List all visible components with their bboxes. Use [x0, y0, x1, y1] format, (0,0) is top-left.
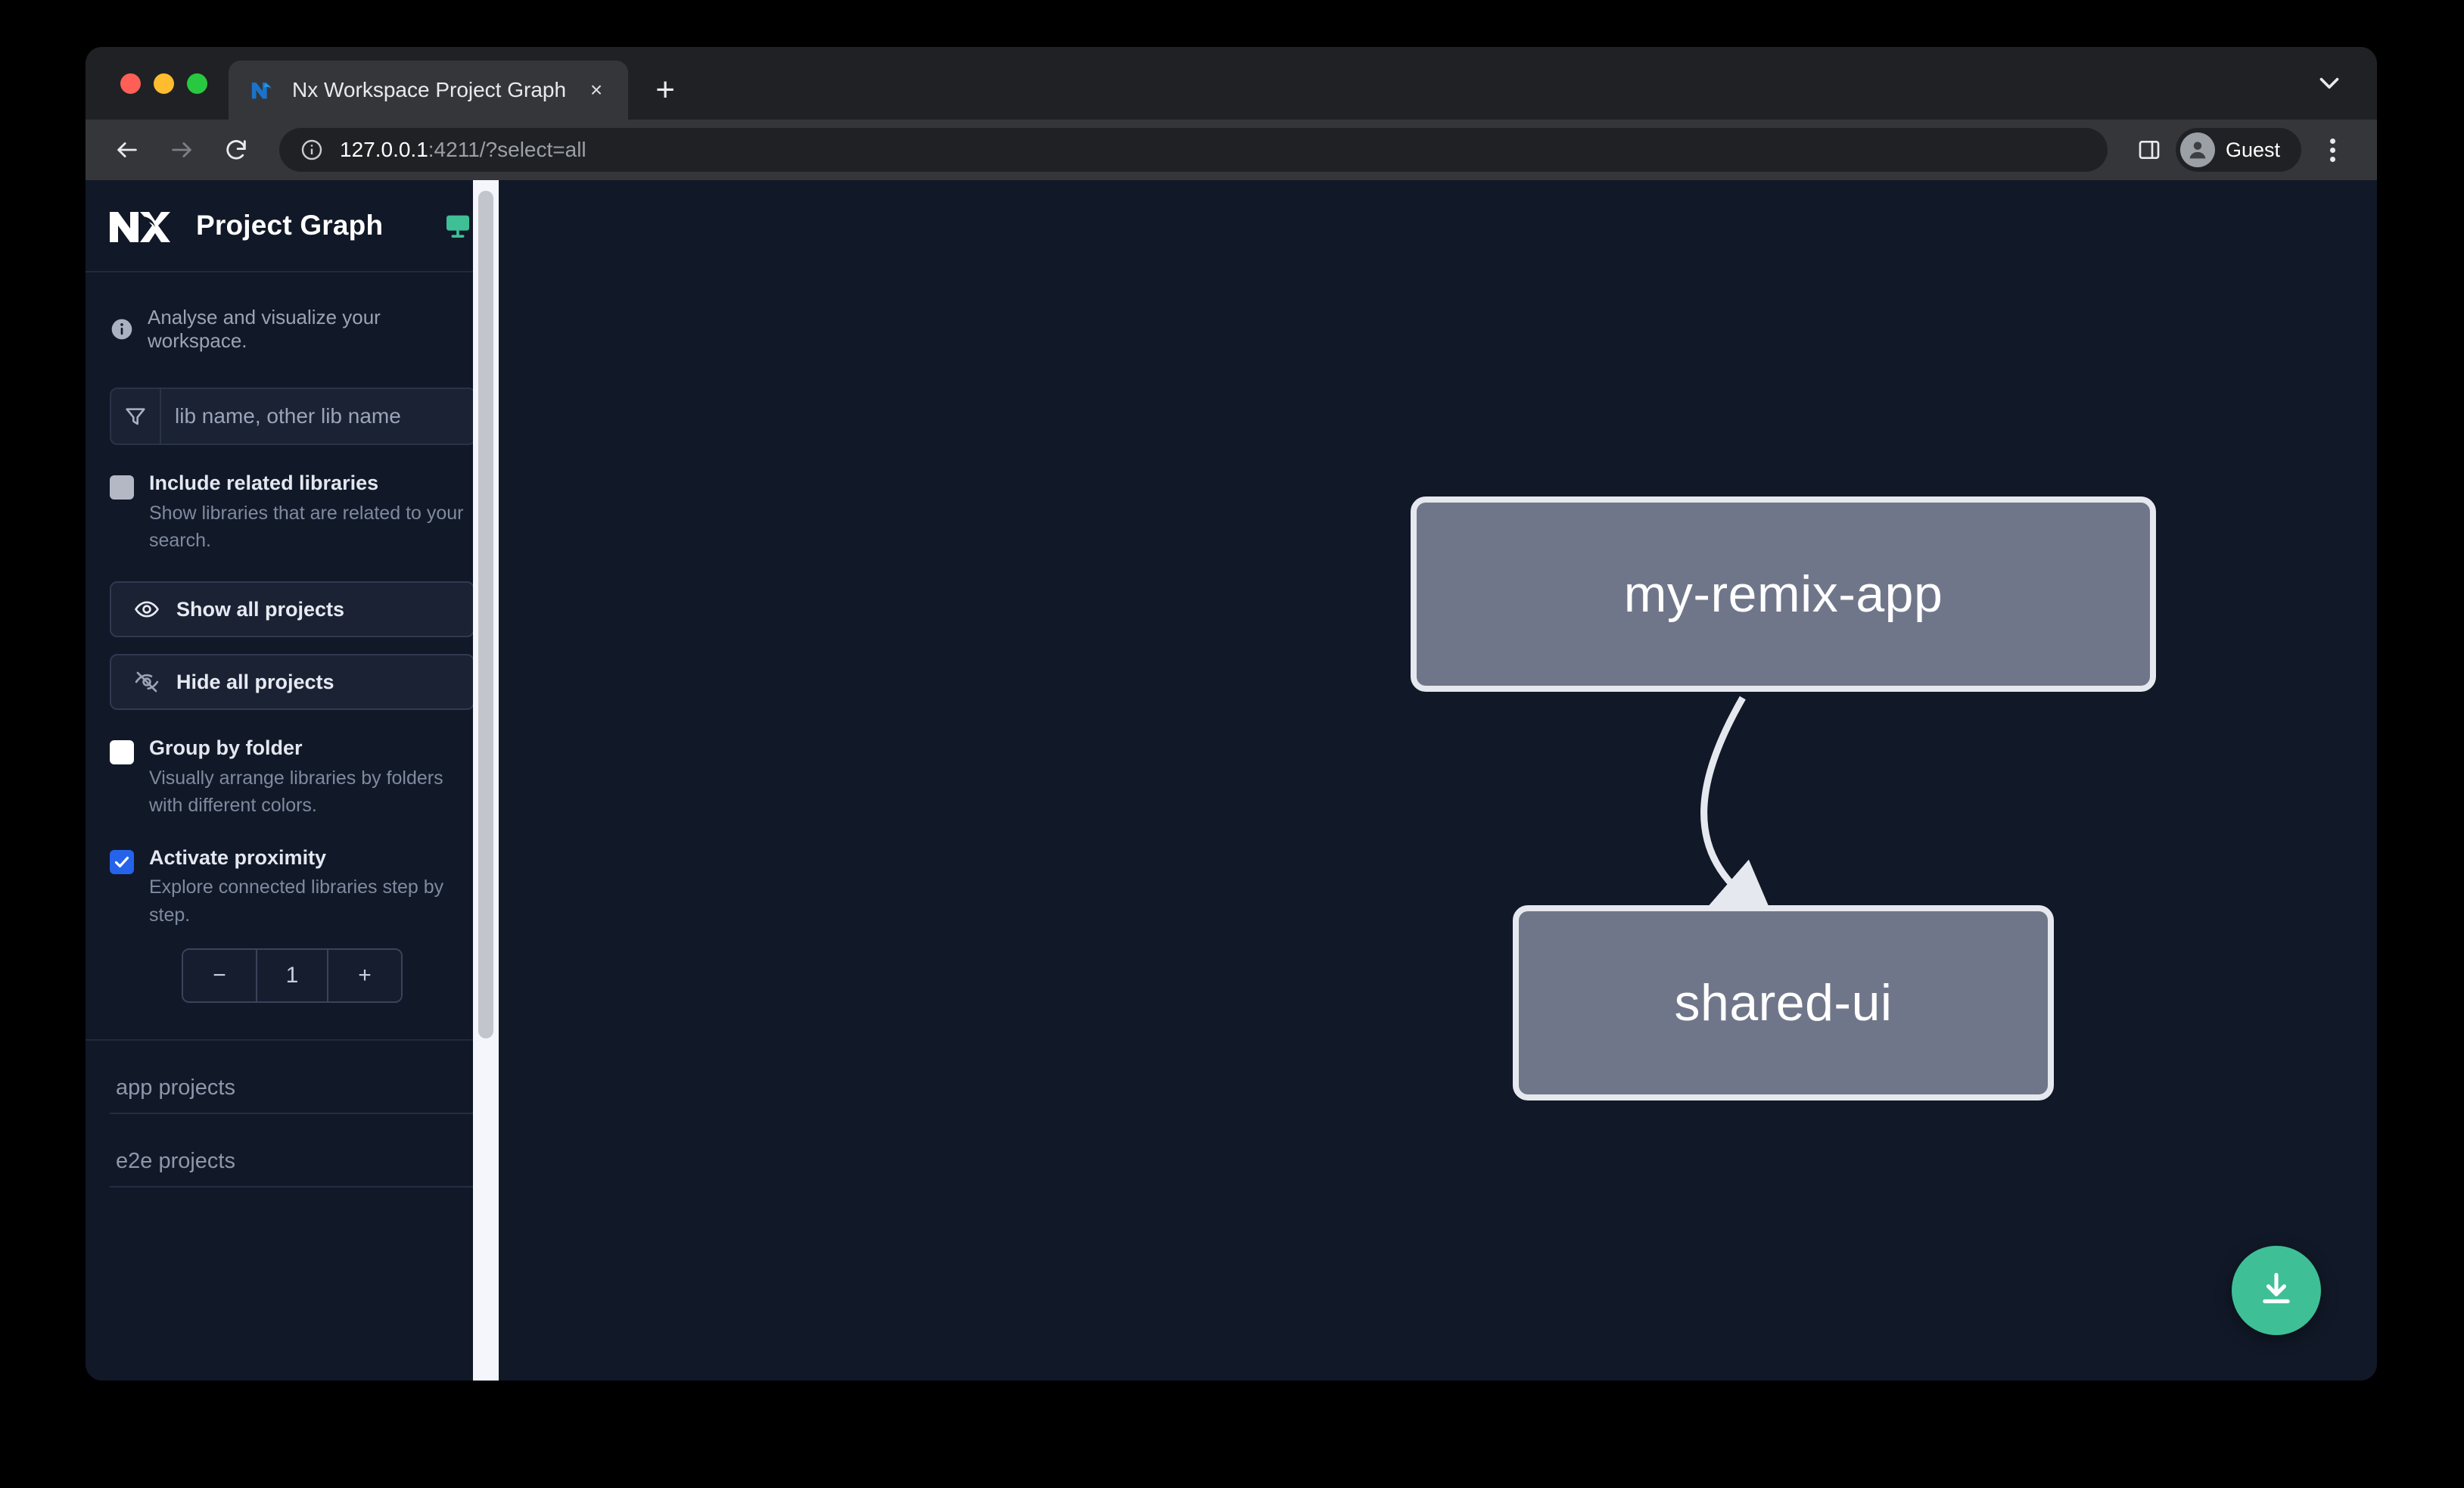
chevron-down-icon[interactable] — [2312, 66, 2347, 101]
option-activate-proximity[interactable]: Activate proximity Explore connected lib… — [86, 820, 499, 929]
person-avatar-icon — [2179, 132, 2215, 167]
kebab-menu-icon[interactable] — [2312, 129, 2353, 170]
include-related-libraries-checkbox[interactable] — [110, 475, 134, 500]
search-input[interactable] — [161, 404, 474, 428]
show-all-projects-label: Show all projects — [176, 597, 345, 621]
browser-window: Nx Workspace Project Graph × + — [86, 47, 2377, 1381]
graph-node-shared-ui[interactable]: shared-ui — [1513, 905, 2054, 1100]
profile-chip[interactable]: Guest — [2175, 128, 2301, 172]
option-description: Explore connected libraries step by step… — [149, 876, 444, 926]
sidebar: Project Graph — [86, 180, 499, 1381]
project-graph-canvas[interactable]: my-remix-app shared-ui — [499, 180, 2377, 1381]
close-icon[interactable]: × — [590, 78, 603, 101]
hide-all-projects-label: Hide all projects — [176, 670, 334, 693]
project-group-app-projects[interactable]: app projects — [110, 1041, 474, 1114]
workspace-blurb: Analyse and visualize your workspace. — [86, 272, 499, 353]
sidebar-body: Analyse and visualize your workspace. — [86, 272, 499, 1381]
browser-toolbar: 127.0.0.1:4211/?select=all Guest — [86, 120, 2377, 180]
url-text: 127.0.0.1:4211/?select=all — [340, 138, 586, 162]
funnel-filter-icon[interactable] — [111, 389, 161, 444]
tab-title: Nx Workspace Project Graph — [292, 78, 567, 101]
option-group-by-folder[interactable]: Group by folder Visually arrange librari… — [86, 710, 499, 819]
option-include-related-libraries[interactable]: Include related libraries Show libraries… — [86, 445, 499, 554]
download-graph-button[interactable] — [2232, 1246, 2321, 1335]
profile-name: Guest — [2225, 138, 2280, 161]
option-description: Visually arrange libraries by folders wi… — [149, 767, 443, 817]
url-host: 127.0.0.1 — [340, 138, 428, 161]
project-group-e2e-projects[interactable]: e2e projects — [110, 1114, 474, 1188]
eye-off-icon — [134, 669, 160, 695]
back-arrow-icon[interactable] — [105, 128, 149, 172]
info-circle-icon[interactable] — [299, 137, 325, 163]
side-panel-icon[interactable] — [2129, 129, 2170, 170]
page-title: Project Graph — [196, 210, 384, 241]
search-wrapper — [86, 353, 499, 445]
minimize-window-button[interactable] — [154, 73, 174, 94]
monitor-icon[interactable] — [443, 210, 473, 241]
option-text-block: Activate proximity Explore connected lib… — [149, 845, 473, 929]
proximity-stepper-wrapper: − 1 + — [86, 929, 499, 1003]
info-icon — [110, 317, 134, 341]
option-label: Group by folder — [149, 736, 303, 760]
browser-tab[interactable]: Nx Workspace Project Graph × — [229, 61, 629, 120]
graph-edge-my-remix-app-to-shared-ui — [1700, 696, 1776, 923]
toolbar-right: Guest — [2129, 128, 2353, 172]
sidebar-scrollbar[interactable] — [473, 180, 499, 1381]
eye-icon — [134, 596, 160, 622]
sidebar-header: Project Graph — [86, 180, 499, 272]
tab-strip: Nx Workspace Project Graph × + — [86, 47, 2377, 120]
option-text-block: Group by folder Visually arrange librari… — [149, 736, 473, 819]
graph-node-my-remix-app[interactable]: my-remix-app — [1411, 497, 2156, 692]
hide-all-projects-button[interactable]: Hide all projects — [110, 654, 474, 711]
search-box[interactable] — [110, 388, 476, 445]
stepper-value: 1 — [256, 949, 328, 1001]
address-bar[interactable]: 127.0.0.1:4211/?select=all — [279, 128, 2108, 172]
forward-arrow-icon[interactable] — [160, 128, 204, 172]
nx-favicon-icon — [250, 77, 275, 103]
page-content: Project Graph — [86, 180, 2377, 1381]
option-label: Include related libraries — [149, 472, 379, 494]
sidebar-divider — [86, 1038, 499, 1041]
show-all-projects-button[interactable]: Show all projects — [110, 581, 474, 638]
proximity-stepper: − 1 + — [182, 948, 403, 1003]
new-tab-button[interactable]: + — [655, 71, 675, 108]
close-window-button[interactable] — [120, 73, 141, 94]
url-path: :4211/?select=all — [428, 138, 586, 161]
tab-strip-right — [2312, 47, 2377, 120]
download-icon — [2255, 1268, 2298, 1314]
reload-icon[interactable] — [214, 128, 258, 172]
activate-proximity-checkbox[interactable] — [110, 849, 134, 874]
option-text-block: Include related libraries Show libraries… — [149, 471, 473, 554]
option-label: Activate proximity — [149, 845, 327, 869]
stepper-increment-button[interactable]: + — [328, 949, 401, 1001]
window-traffic-lights — [107, 47, 221, 120]
nx-logo-icon — [107, 206, 170, 245]
project-group-list: app projects e2e projects — [86, 1041, 499, 1188]
project-visibility-buttons: Show all projects Hide all projects — [86, 554, 499, 711]
stepper-decrement-button[interactable]: − — [183, 949, 256, 1001]
sidebar-scrollbar-thumb[interactable] — [478, 191, 493, 1038]
blurb-text: Analyse and visualize your workspace. — [148, 306, 381, 352]
group-by-folder-checkbox[interactable] — [110, 740, 134, 765]
maximize-window-button[interactable] — [187, 73, 207, 94]
option-description: Show libraries that are related to your … — [149, 502, 464, 551]
graph-edges-layer — [1700, 696, 1776, 923]
